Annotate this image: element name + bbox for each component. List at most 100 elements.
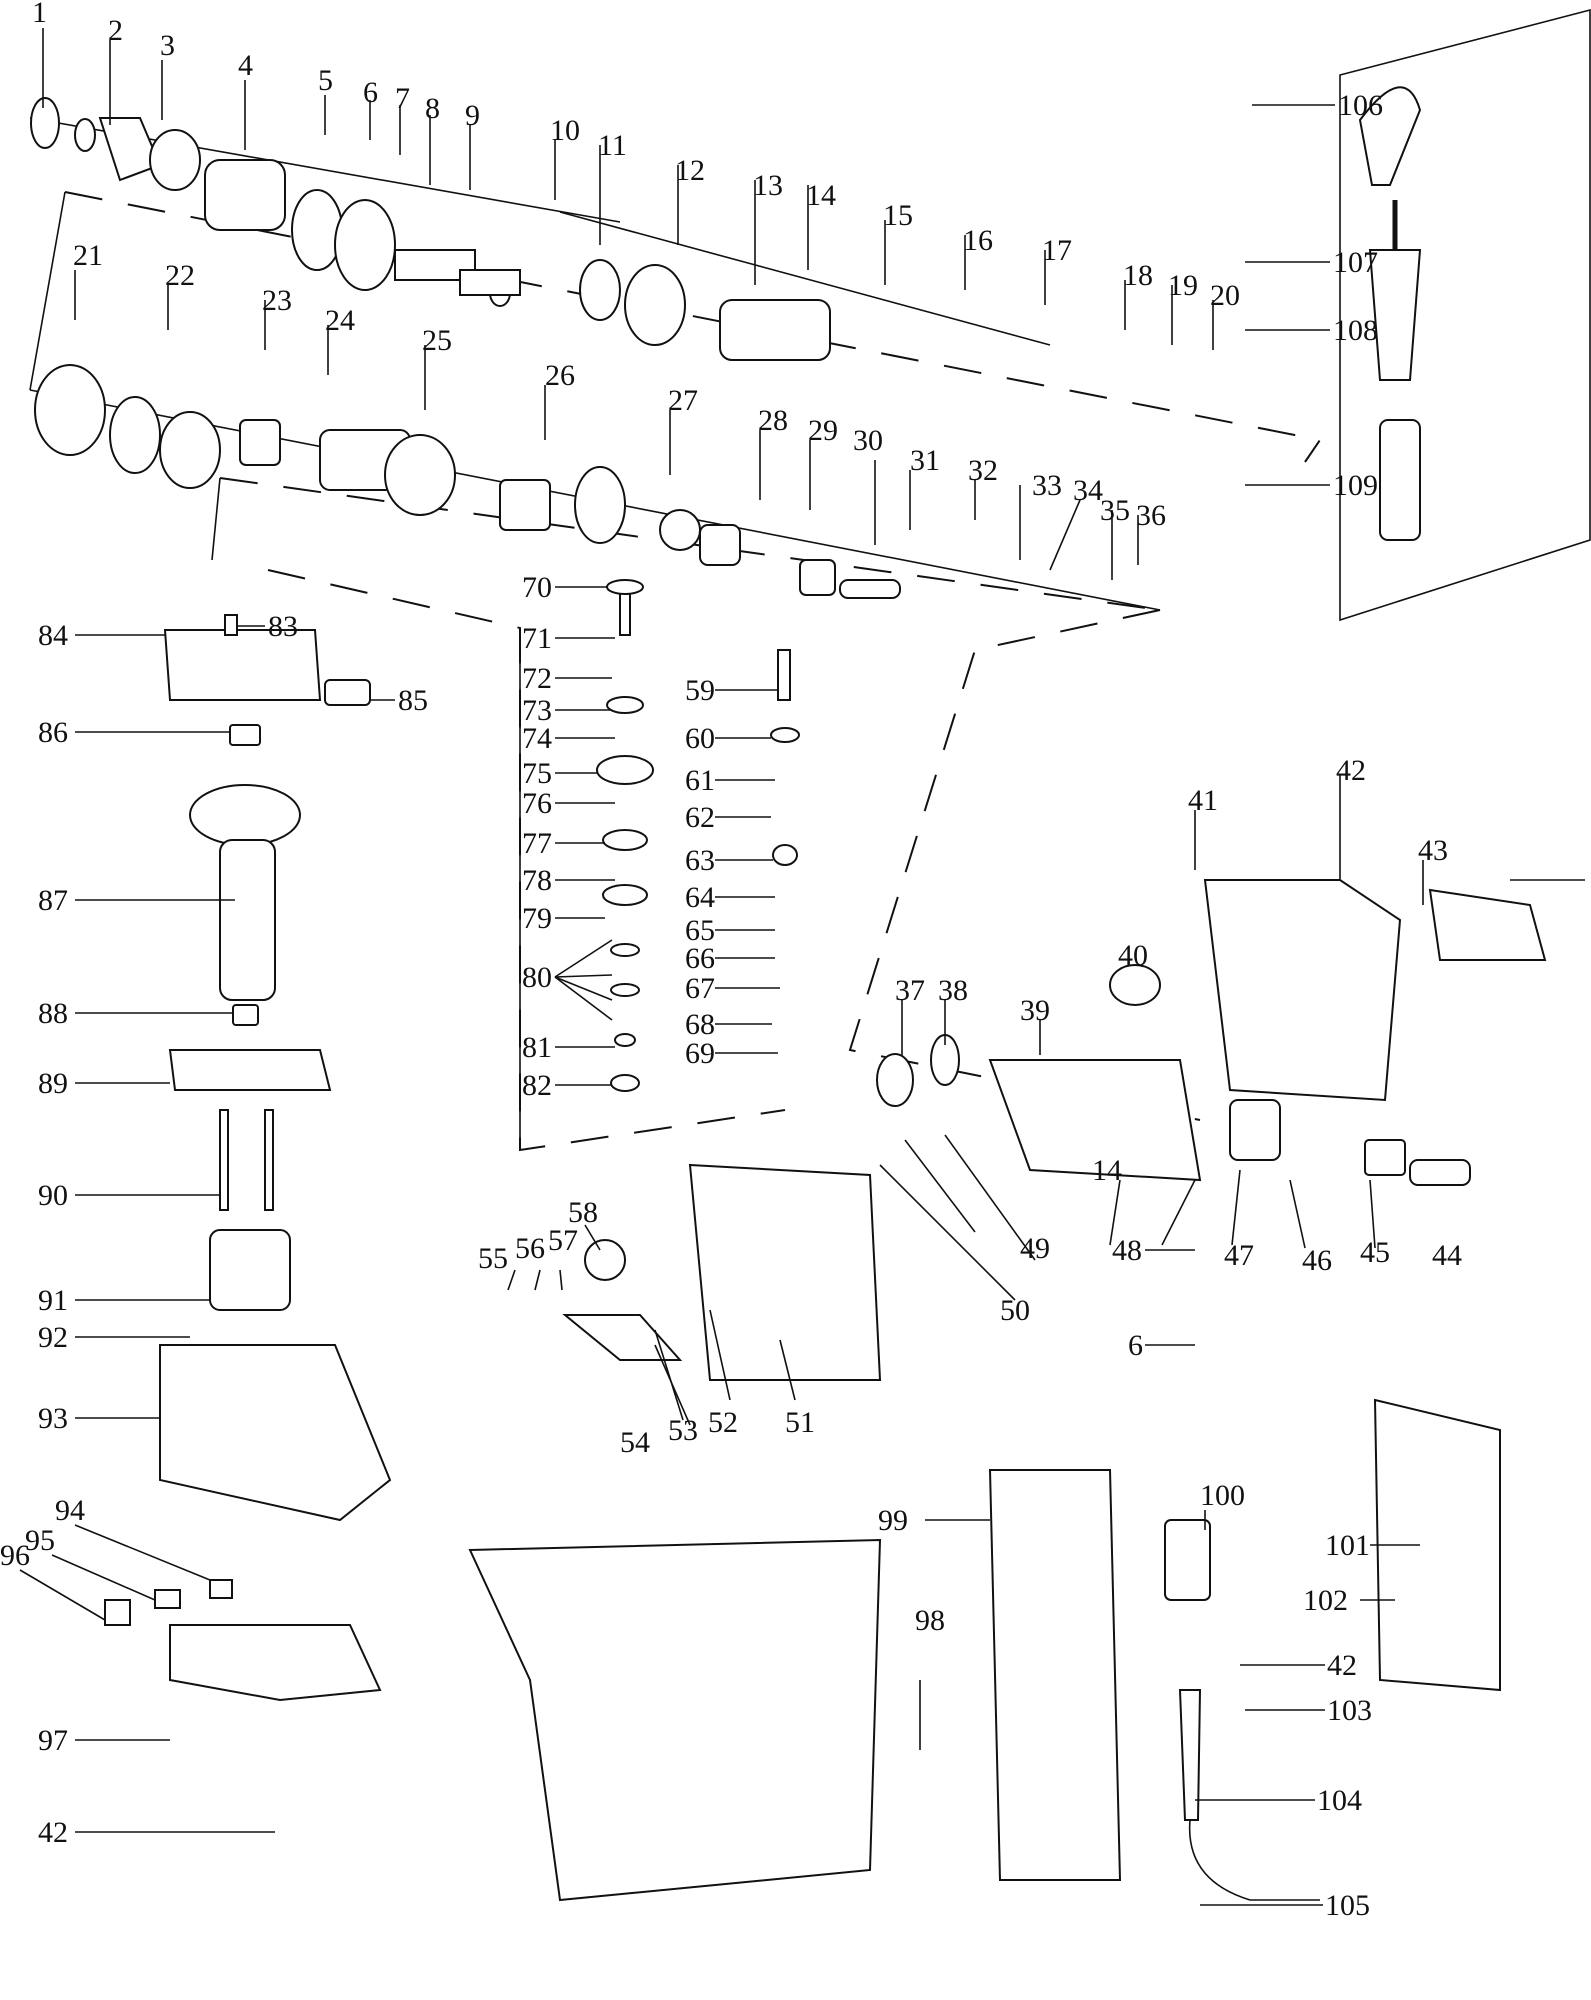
label-p96: 96 bbox=[0, 1539, 30, 1572]
part-59-shape bbox=[777, 649, 791, 701]
label-p20: 20 bbox=[1210, 279, 1240, 312]
part-8-shape bbox=[204, 159, 286, 231]
part-82-shape bbox=[610, 1074, 640, 1092]
part-22-shape bbox=[109, 396, 161, 474]
part-89-shape bbox=[168, 1049, 332, 1091]
label-p42c: 42 bbox=[1327, 1649, 1357, 1682]
leader-lines bbox=[19, 28, 1424, 1906]
label-p64: 64 bbox=[685, 881, 715, 914]
label-p90: 90 bbox=[38, 1179, 68, 1212]
label-p81: 81 bbox=[522, 1031, 552, 1064]
part-70-71-shape bbox=[619, 589, 631, 636]
part-37-shape bbox=[876, 1053, 914, 1107]
label-p91: 91 bbox=[38, 1284, 68, 1317]
label-p68: 68 bbox=[685, 1008, 715, 1041]
part-labels: 1 2 3 4 5 6 7 8 9 10 11 12 13 14 15 16 1… bbox=[0, 0, 1462, 1922]
label-p109: 109 bbox=[1333, 469, 1378, 502]
label-p79: 79 bbox=[522, 902, 552, 935]
part-47-shape bbox=[1229, 1099, 1281, 1161]
label-p108: 108 bbox=[1333, 314, 1378, 347]
part-24-shape bbox=[239, 419, 281, 466]
label-p88: 88 bbox=[38, 997, 68, 1030]
label-p77: 77 bbox=[522, 827, 552, 860]
part-16-shape bbox=[579, 259, 621, 321]
part-70-shape bbox=[606, 579, 644, 595]
label-p101: 101 bbox=[1325, 1529, 1370, 1562]
label-p69: 69 bbox=[685, 1037, 715, 1070]
part-80-shape bbox=[610, 943, 640, 957]
label-p92: 92 bbox=[38, 1321, 68, 1354]
label-p63: 63 bbox=[685, 844, 715, 877]
label-p55: 55 bbox=[478, 1242, 508, 1275]
label-p42a: 42 bbox=[1336, 754, 1366, 787]
part-23-shape bbox=[159, 411, 221, 489]
label-p42b: 42 bbox=[38, 1816, 68, 1849]
part-105-shape bbox=[1188, 1819, 1320, 1901]
part-90b-shape bbox=[264, 1109, 274, 1211]
label-p32: 32 bbox=[968, 454, 998, 487]
label-p94: 94 bbox=[55, 1494, 85, 1527]
label-p8: 8 bbox=[425, 92, 440, 125]
label-p70: 70 bbox=[522, 571, 552, 604]
label-p56: 56 bbox=[515, 1232, 545, 1265]
label-p34: 34 bbox=[1073, 474, 1103, 507]
label-p23: 23 bbox=[262, 284, 292, 317]
part-43-shape bbox=[1428, 888, 1547, 961]
label-p24: 24 bbox=[325, 304, 355, 337]
part-87-shape bbox=[219, 839, 276, 1001]
label-p28: 28 bbox=[758, 404, 788, 437]
label-p27: 27 bbox=[668, 384, 698, 417]
label-p57: 57 bbox=[548, 1224, 578, 1257]
label-p5: 5 bbox=[318, 64, 333, 97]
part-9-shape bbox=[291, 189, 343, 271]
label-p87: 87 bbox=[38, 884, 68, 917]
label-p25: 25 bbox=[422, 324, 452, 357]
label-p60: 60 bbox=[685, 722, 715, 755]
part-81-shape bbox=[614, 1033, 636, 1047]
part-79-shape bbox=[602, 884, 648, 906]
part-73-shape bbox=[606, 696, 644, 714]
part-83-shape bbox=[224, 614, 238, 636]
part-60-shape bbox=[770, 727, 800, 743]
label-p6: 6 bbox=[363, 76, 378, 109]
label-p98: 98 bbox=[915, 1604, 945, 1637]
assembled-tool-shape bbox=[468, 1538, 882, 1902]
label-p38: 38 bbox=[938, 974, 968, 1007]
part-87-fan-shape bbox=[189, 784, 301, 846]
label-p103: 103 bbox=[1327, 1694, 1372, 1727]
label-p97: 97 bbox=[38, 1724, 68, 1757]
label-p30: 30 bbox=[853, 424, 883, 457]
label-p102: 102 bbox=[1303, 1584, 1348, 1617]
label-p26: 26 bbox=[545, 359, 575, 392]
label-p67: 67 bbox=[685, 972, 715, 1005]
part-97-shape bbox=[169, 1624, 382, 1702]
label-p72: 72 bbox=[522, 662, 552, 695]
label-p85: 85 bbox=[398, 684, 428, 717]
label-p41: 41 bbox=[1188, 784, 1218, 817]
label-p75: 75 bbox=[522, 757, 552, 790]
part-30-shape bbox=[659, 509, 701, 551]
label-p15: 15 bbox=[883, 199, 913, 232]
label-p6b: 6 bbox=[1128, 1329, 1143, 1362]
part-40-shape bbox=[1109, 964, 1161, 1006]
part-96-shape bbox=[104, 1599, 131, 1626]
label-p54: 54 bbox=[620, 1426, 650, 1459]
label-p39: 39 bbox=[1020, 994, 1050, 1027]
label-p10: 10 bbox=[550, 114, 580, 147]
part-101-shape bbox=[1373, 1398, 1501, 1692]
label-p9: 9 bbox=[465, 99, 480, 132]
part-99-shape bbox=[988, 1469, 1122, 1881]
label-p22: 22 bbox=[165, 259, 195, 292]
part-106-shape bbox=[1358, 86, 1422, 186]
part-41-shape bbox=[1203, 879, 1402, 1102]
part-64-shape bbox=[772, 844, 798, 866]
label-p104: 104 bbox=[1317, 1784, 1362, 1817]
label-p61: 61 bbox=[685, 764, 715, 797]
label-p74: 74 bbox=[522, 722, 552, 755]
label-p47: 47 bbox=[1224, 1239, 1254, 1272]
part-86-shape bbox=[229, 724, 261, 746]
label-p48: 48 bbox=[1112, 1234, 1142, 1267]
part-108-shape bbox=[1368, 249, 1422, 381]
part-19-shape bbox=[719, 299, 831, 361]
part-2-shape bbox=[74, 118, 96, 152]
